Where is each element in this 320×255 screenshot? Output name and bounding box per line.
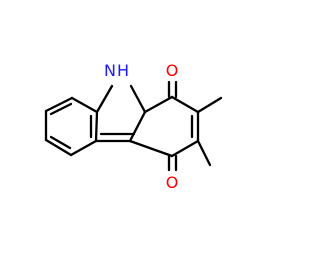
bond-lines	[44, 80, 223, 172]
molecule-drawing: N H O O	[44, 61, 223, 192]
atom-label-nh-h: H	[117, 61, 129, 80]
bond	[196, 139, 212, 167]
atom-label-o1: O	[166, 61, 179, 80]
bond	[170, 139, 200, 158]
bond	[129, 84, 147, 114]
atom-label-o4: O	[166, 173, 179, 192]
bond	[128, 110, 147, 143]
bond	[143, 95, 174, 114]
bond	[44, 138, 73, 157]
bond	[69, 139, 98, 157]
atom-labels: N H O O	[104, 61, 178, 192]
structure-diagram: N H O O	[44, 61, 223, 192]
bond	[95, 84, 114, 114]
bond	[49, 135, 72, 150]
bond	[49, 102, 73, 116]
atom-label-n: N	[104, 61, 116, 80]
bond	[128, 139, 174, 158]
bond	[44, 96, 74, 113]
bond	[196, 96, 223, 114]
bond	[170, 95, 200, 114]
bond	[94, 110, 99, 143]
bond	[70, 96, 99, 114]
